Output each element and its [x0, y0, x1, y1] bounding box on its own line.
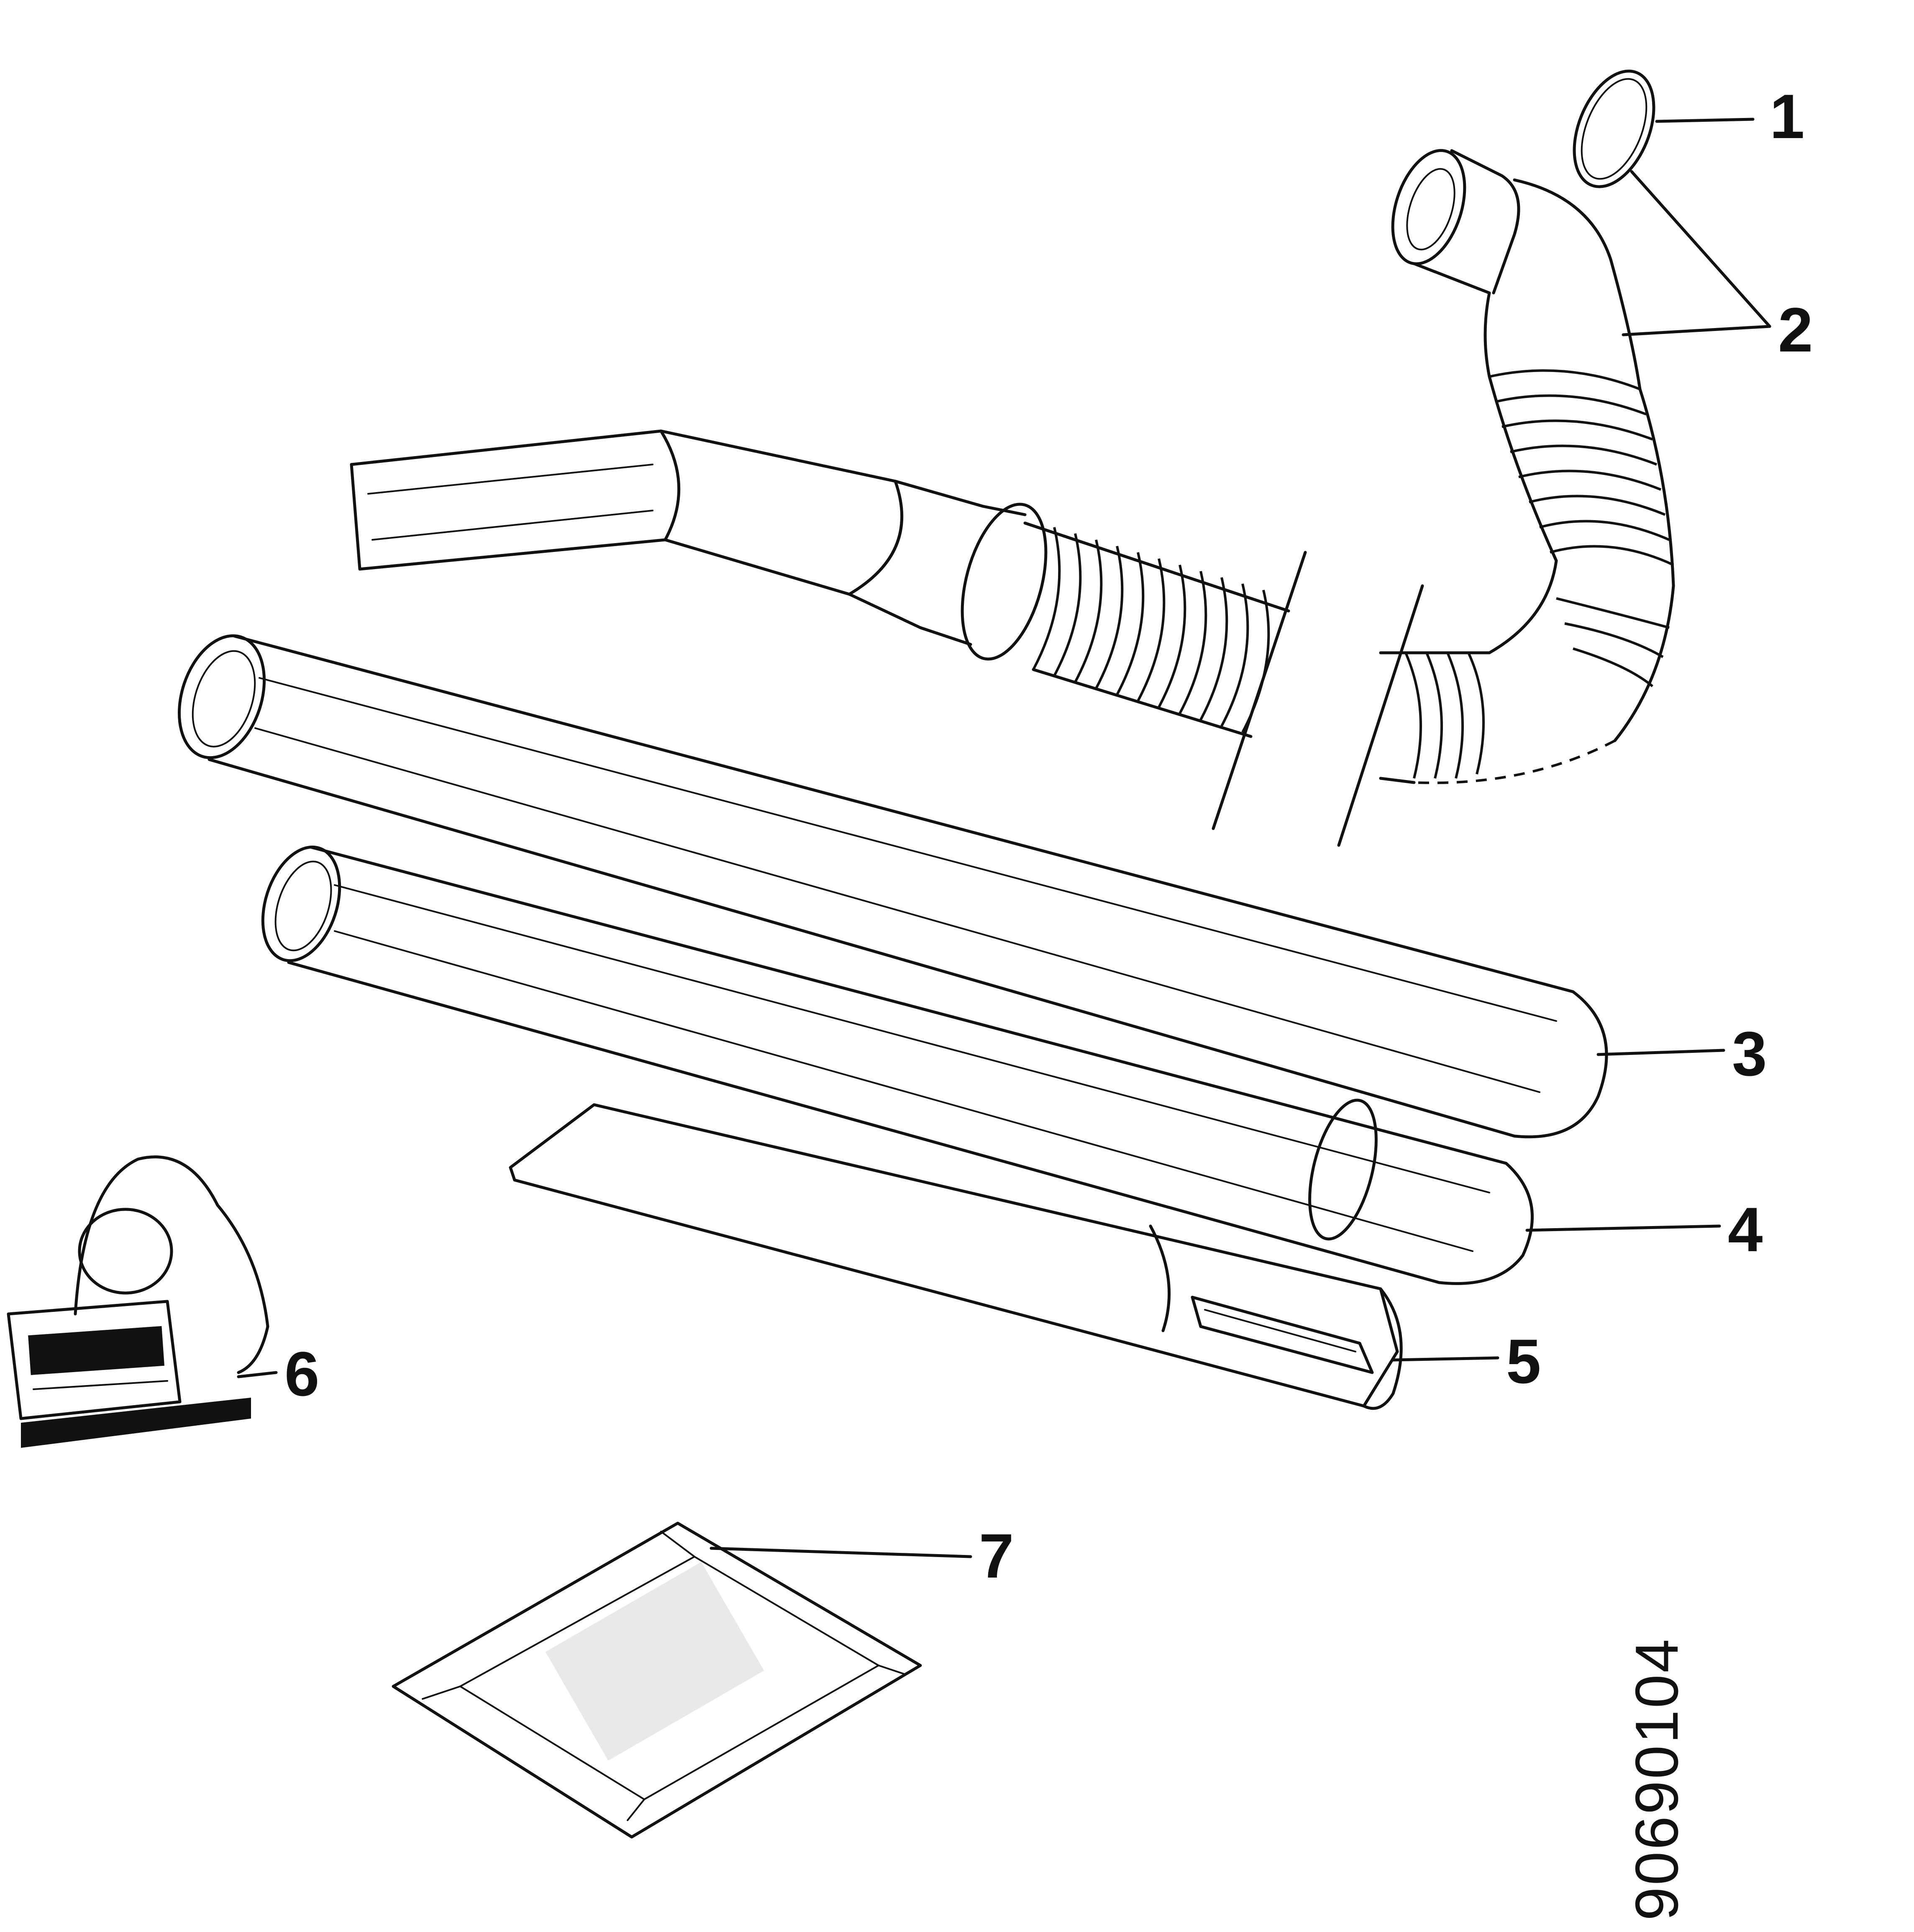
part-3-tube-upper	[177, 634, 1608, 1139]
callout-2: 2	[1778, 295, 1813, 365]
callout-3: 3	[1732, 1019, 1767, 1089]
part-2-hose	[350, 149, 1675, 847]
part-7-filter-pad	[392, 1521, 922, 1839]
part-6-brush	[7, 1155, 269, 1448]
callout-4: 4	[1728, 1194, 1763, 1265]
hose-ribs-right	[1489, 369, 1674, 566]
hose-ribs-lower	[1556, 597, 1670, 688]
callout-6: 6	[284, 1339, 319, 1409]
part-4-tube-lower	[261, 845, 1534, 1285]
part-1-ring	[1573, 69, 1655, 188]
document-number: 90690104	[1623, 1637, 1691, 1921]
leader-lines	[237, 118, 1771, 1558]
callout-5: 5	[1506, 1326, 1541, 1396]
callout-7: 7	[979, 1521, 1014, 1591]
hose-ribs-handle	[1032, 527, 1270, 733]
hose-ribs-break	[1404, 652, 1485, 779]
part-5-crevice-tool	[509, 1103, 1403, 1410]
callout-1: 1	[1770, 81, 1804, 151]
